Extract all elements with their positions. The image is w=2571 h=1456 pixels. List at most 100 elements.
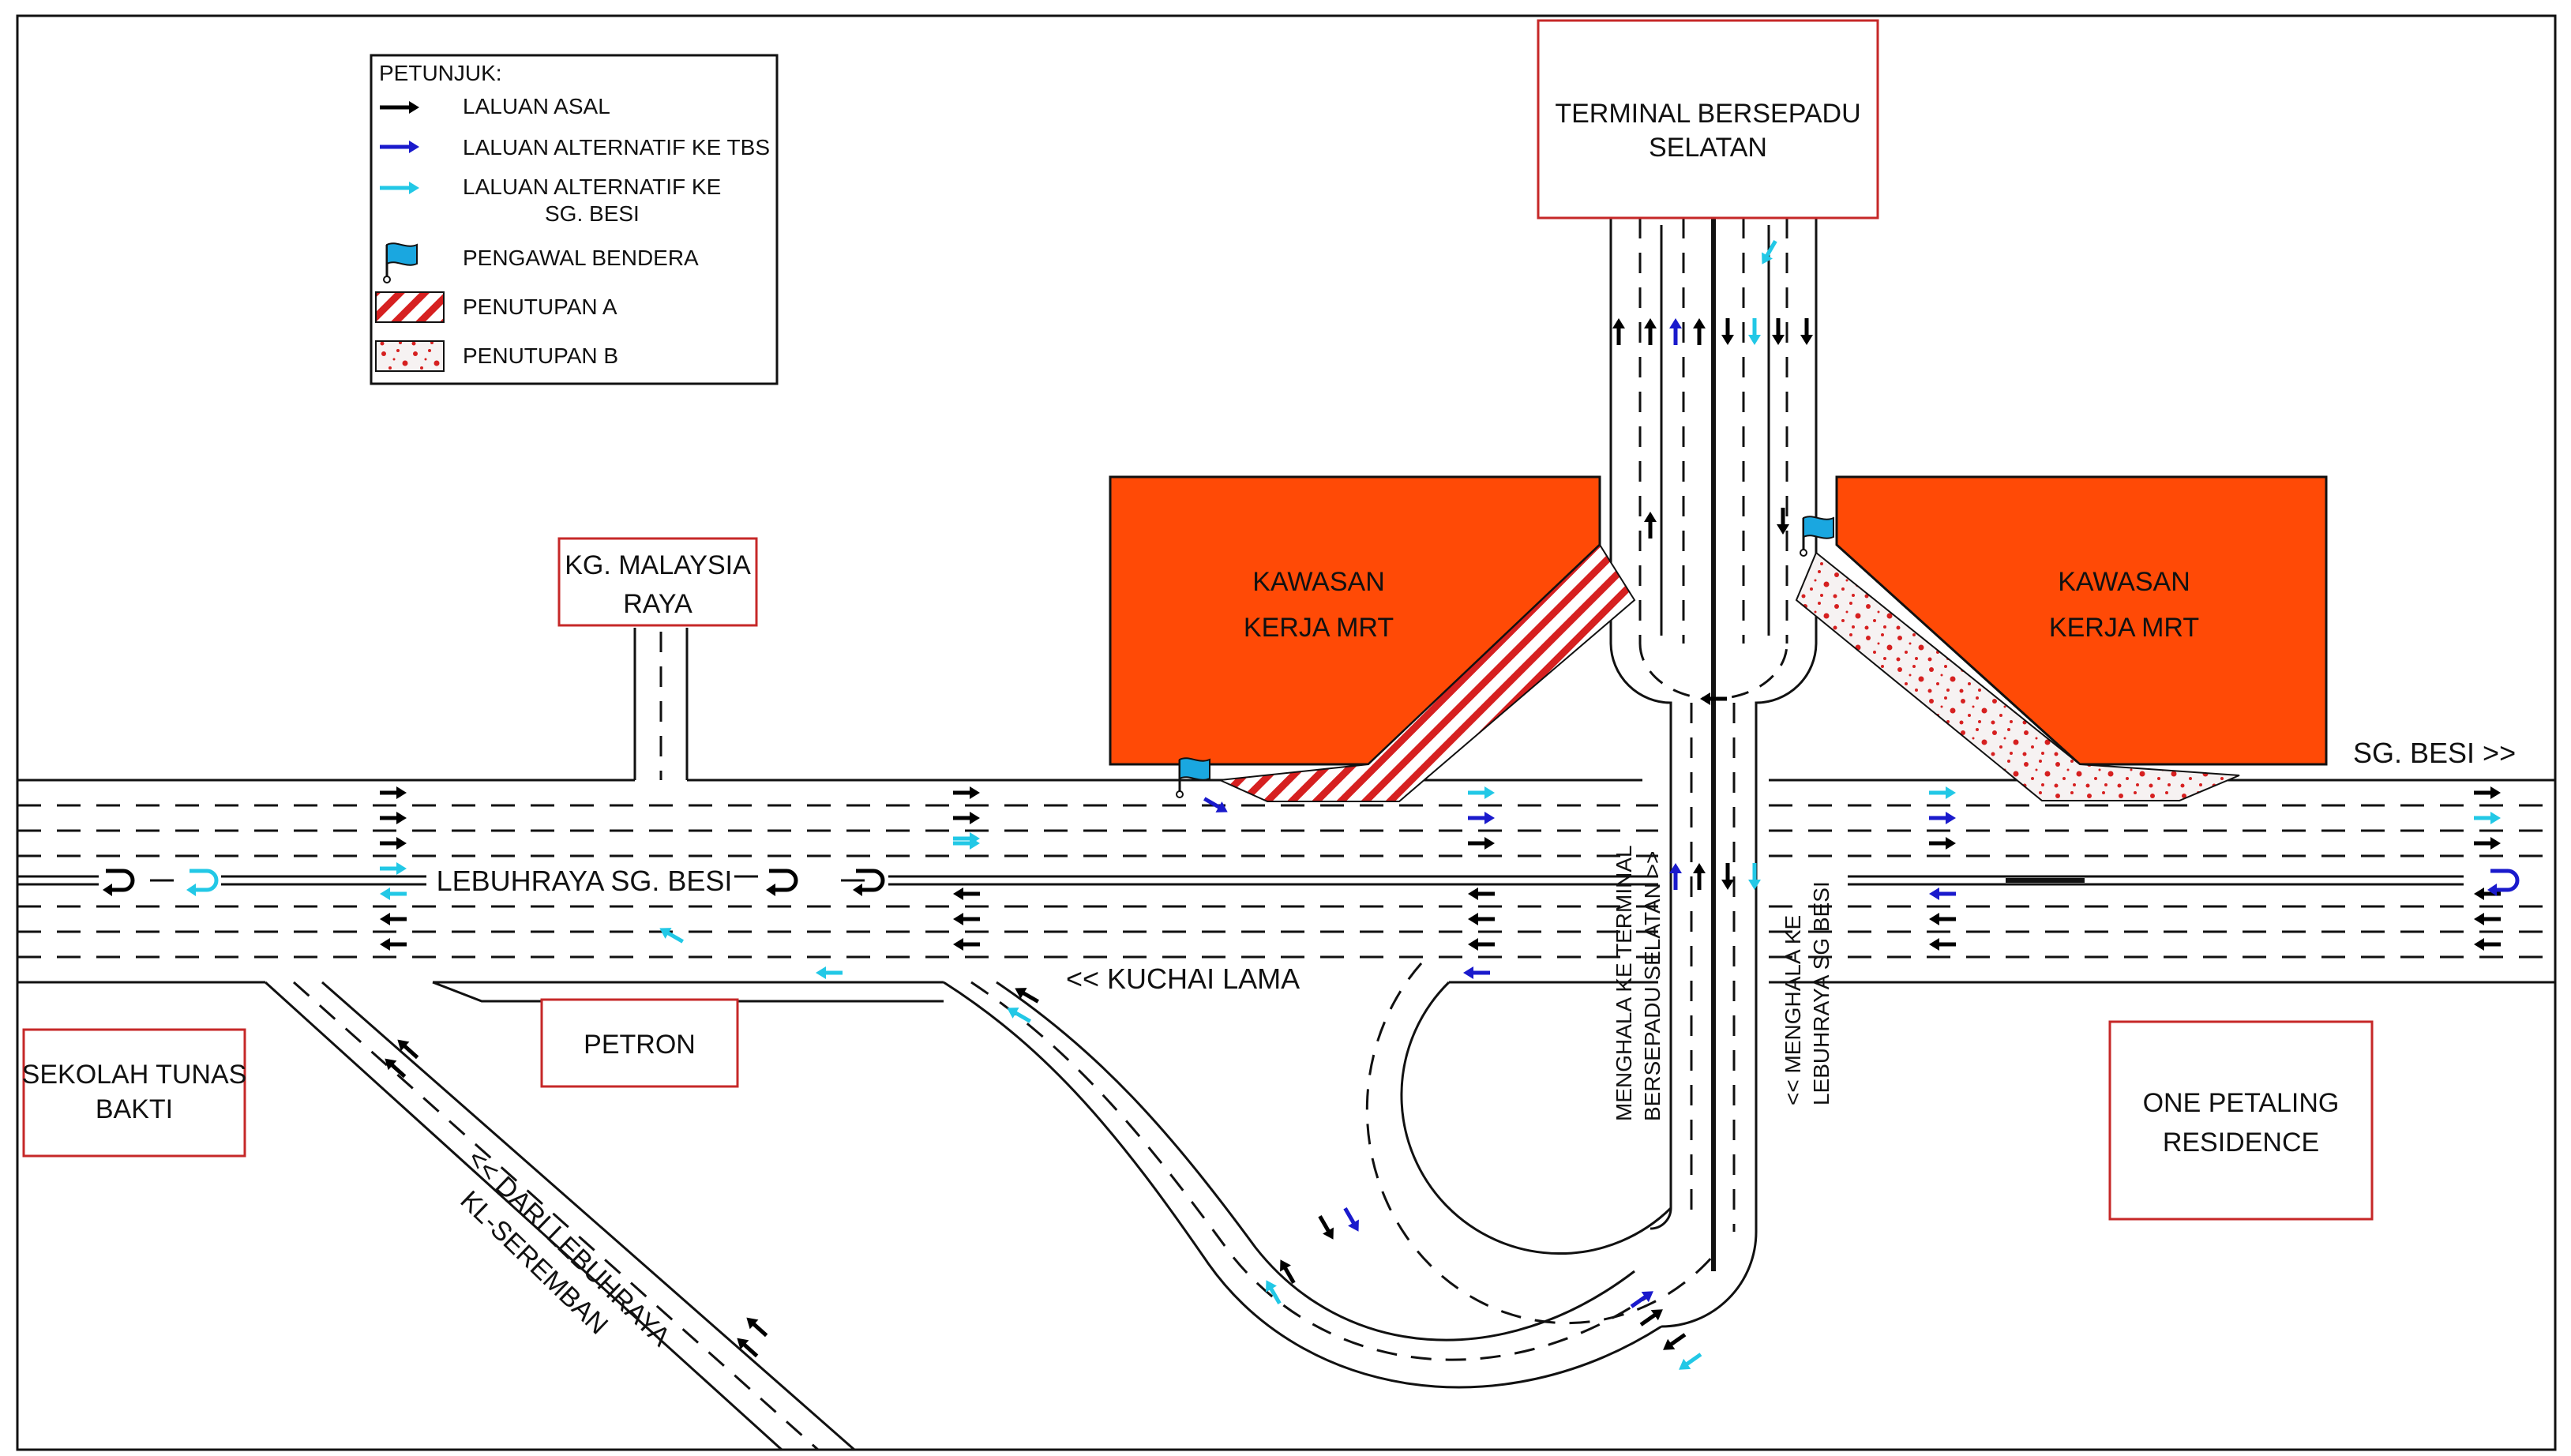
westbound-arrow-4-0 — [2474, 887, 2501, 900]
to-tbs-label-2: BERSEPADU SELATAN >> — [1640, 851, 1665, 1121]
legend-label-alt-sgbesi-2: SG. BESI — [545, 201, 640, 226]
loop-arrow-7 — [1663, 1333, 1687, 1350]
sekolah-label-1: SEKOLAH TUNAS — [22, 1060, 247, 1090]
eastbound-arrow-0-2 — [380, 837, 407, 850]
legend-arrow-original — [380, 101, 419, 114]
kuchai-lama-label: << KUCHAI LAMA — [1066, 963, 1300, 995]
legend-label-alt-sgbesi-1: LALUAN ALTERNATIF KE — [463, 174, 721, 199]
eastbound-arrow-2-2 — [1468, 837, 1495, 850]
kg-label-1: KG. MALAYSIA — [565, 550, 751, 580]
ramp-arrow-up-black — [1693, 863, 1706, 890]
eastbound-arrow-median — [380, 862, 407, 875]
legend-arrow-alt-tbs — [380, 141, 419, 153]
westbound-arrow-0-0 — [380, 887, 407, 900]
westbound-arrow-3-2 — [1929, 938, 1956, 951]
flag-route-arrow — [1203, 797, 1228, 812]
petron-box: PETRON — [540, 998, 739, 1088]
eastbound-arrow-0-1 — [380, 812, 407, 824]
legend-label-original: LALUAN ASAL — [463, 94, 610, 118]
westbound-arrow-3-0 — [1929, 887, 1956, 900]
eastbound-arrow-3-1 — [1929, 812, 1956, 824]
westbound-arrow-1-0 — [953, 887, 980, 900]
loop-arrow-1 — [1318, 1215, 1334, 1240]
terminal-arrow-7 — [1800, 318, 1813, 345]
mrt-work-area-right — [1835, 475, 2328, 766]
eastbound-arrow-0-0 — [380, 786, 407, 799]
one-petaling-label-1: ONE PETALING — [2143, 1088, 2340, 1118]
flag-marker-right — [1800, 516, 1834, 557]
to-tbs-label-group: MENGHALA KE TERMINAL BERSEPADU SELATAN >… — [1612, 845, 1665, 1121]
roundabout-arrow — [1700, 692, 1727, 705]
to-sgbesi-label-group: << MENGHALA KE LEBUHRAYA SG BESI — [1781, 881, 1833, 1105]
to-tbs-label-1: MENGHALA KE TERMINAL — [1612, 845, 1636, 1121]
eastbound-arrow-4-0 — [2474, 786, 2501, 799]
legend-title: PETUNJUK: — [379, 61, 502, 85]
loop-arrow-2 — [1343, 1207, 1359, 1232]
uturn-icon-5 — [2487, 869, 2520, 896]
westbound-arrow-3-1 — [1929, 913, 1956, 925]
legend-swatch-closure-a — [375, 291, 445, 323]
eastbound-arrow-3-0 — [1929, 786, 1956, 799]
to-sgbesi-label-2: LEBUHRAYA SG BESI — [1809, 881, 1833, 1105]
loop-arrow-5 — [1630, 1291, 1653, 1308]
loop-arrow-4 — [1266, 1280, 1282, 1304]
terminal-arrow-diag — [1762, 240, 1777, 265]
eastbound-arrow-1-0 — [953, 786, 980, 799]
uturn-icon-1 — [103, 869, 135, 896]
highway-label: LEBUHRAYA SG. BESI — [437, 865, 733, 897]
westbound-arrow-0-1 — [380, 913, 407, 925]
kuchai-arrow-2 — [1007, 1008, 1031, 1023]
uturn-icon-3 — [766, 869, 798, 896]
loop-arrow-3 — [1280, 1259, 1296, 1284]
westbound-arrow-2-0 — [1468, 887, 1495, 900]
eastbound-arrow-4-1 — [2474, 812, 2501, 824]
westbound-arrow-2-2 — [1468, 938, 1495, 951]
sekolah-box: SEKOLAH TUNAS BAKTI — [22, 1028, 247, 1158]
westbound-diag-arrow — [659, 928, 684, 944]
legend-label-flag: PENGAWAL BENDERA — [463, 246, 699, 270]
traffic-arrows — [103, 240, 2520, 1370]
legend-label-alt-tbs: LALUAN ALTERNATIF KE TBS — [463, 135, 770, 159]
kg-malaysia-raya-box: KG. MALAYSIA RAYA — [557, 537, 758, 627]
uturn-icon-2 — [186, 869, 219, 896]
legend-icons — [380, 101, 419, 283]
eastbound-arrow-1-1 — [953, 812, 980, 824]
loop-arrow-8 — [1679, 1353, 1702, 1370]
westbound-arrow-4-2 — [2474, 938, 2501, 951]
flag-markers — [1176, 516, 1834, 798]
work-area-left-label-2: KERJA MRT — [1244, 613, 1394, 643]
terminal-label-2: SELATAN — [1649, 133, 1767, 163]
terminal-label-1: TERMINAL BERSEPADU — [1555, 99, 1860, 129]
terminal-arrow-5 — [1748, 318, 1761, 345]
work-area-right-label-1: KAWASAN — [2058, 567, 2190, 597]
work-area-right-label-2: KERJA MRT — [2049, 613, 2199, 643]
loop-entry-arrow — [1463, 966, 1490, 979]
terminal-arrow-1 — [1644, 318, 1657, 345]
closure-a — [1217, 543, 1636, 802]
uturn-icon-4 — [853, 869, 885, 896]
terminal-box: TERMINAL BERSEPADU SELATAN — [1537, 19, 1879, 220]
one-petaling-label-2: RESIDENCE — [2163, 1128, 2319, 1158]
sekolah-label-2: BAKTI — [96, 1094, 173, 1124]
kuchai-arrow-1 — [1015, 988, 1039, 1004]
work-area-left-label-1: KAWASAN — [1252, 567, 1385, 597]
closure-b — [1795, 551, 2240, 801]
frontage-arrow — [816, 966, 843, 979]
ramp-arrow-down-black — [1721, 863, 1734, 890]
ramp-arrow-down-cyan — [1748, 863, 1761, 890]
road-network — [17, 218, 2555, 1451]
legend: PETUNJUK: LALUAN ASAL LALUAN ALTERNATIF … — [370, 54, 779, 385]
eastbound-arrow-2-1 — [1468, 812, 1495, 824]
seremban-arrow-3 — [746, 1317, 768, 1338]
loop-arrow-6 — [1639, 1309, 1663, 1327]
sg-besi-label: SG. BESI >> — [2353, 737, 2516, 769]
legend-swatch-closure-b — [375, 340, 445, 372]
terminal-arrow-6 — [1772, 318, 1785, 345]
terminal-arrow-4 — [1721, 318, 1734, 345]
legend-flag-icon — [383, 242, 418, 283]
terminal-arrow-up-2 — [1644, 512, 1657, 538]
kg-label-2: RAYA — [623, 589, 692, 619]
westbound-arrow-0-2 — [380, 938, 407, 951]
to-sgbesi-label-1: << MENGHALA KE — [1781, 915, 1805, 1105]
